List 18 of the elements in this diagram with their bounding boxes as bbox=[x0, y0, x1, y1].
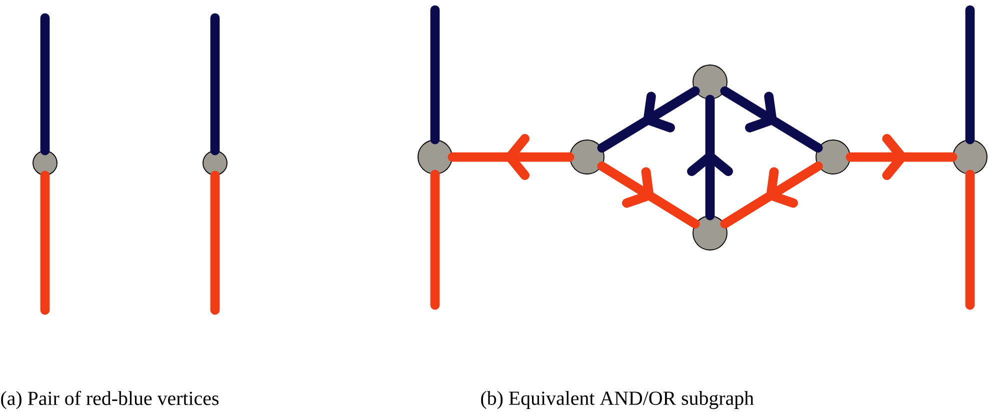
vertex bbox=[418, 140, 452, 174]
line bbox=[430, 5, 440, 144]
vertex bbox=[692, 64, 728, 100]
line bbox=[210, 13, 220, 156]
vertex bbox=[816, 140, 850, 174]
line bbox=[40, 13, 50, 156]
vertex bbox=[32, 150, 58, 176]
line bbox=[430, 170, 440, 310]
vertex bbox=[202, 150, 228, 176]
vertex bbox=[692, 216, 728, 250]
line bbox=[965, 5, 975, 144]
caption: (b) Equivalent AND/OR subgraph bbox=[481, 390, 754, 410]
caption: (a) Pair of red-blue vertices bbox=[1, 390, 219, 410]
line bbox=[40, 170, 50, 315]
line bbox=[210, 170, 220, 315]
vertex bbox=[570, 140, 604, 174]
line bbox=[965, 170, 975, 310]
vertex bbox=[952, 140, 988, 174]
